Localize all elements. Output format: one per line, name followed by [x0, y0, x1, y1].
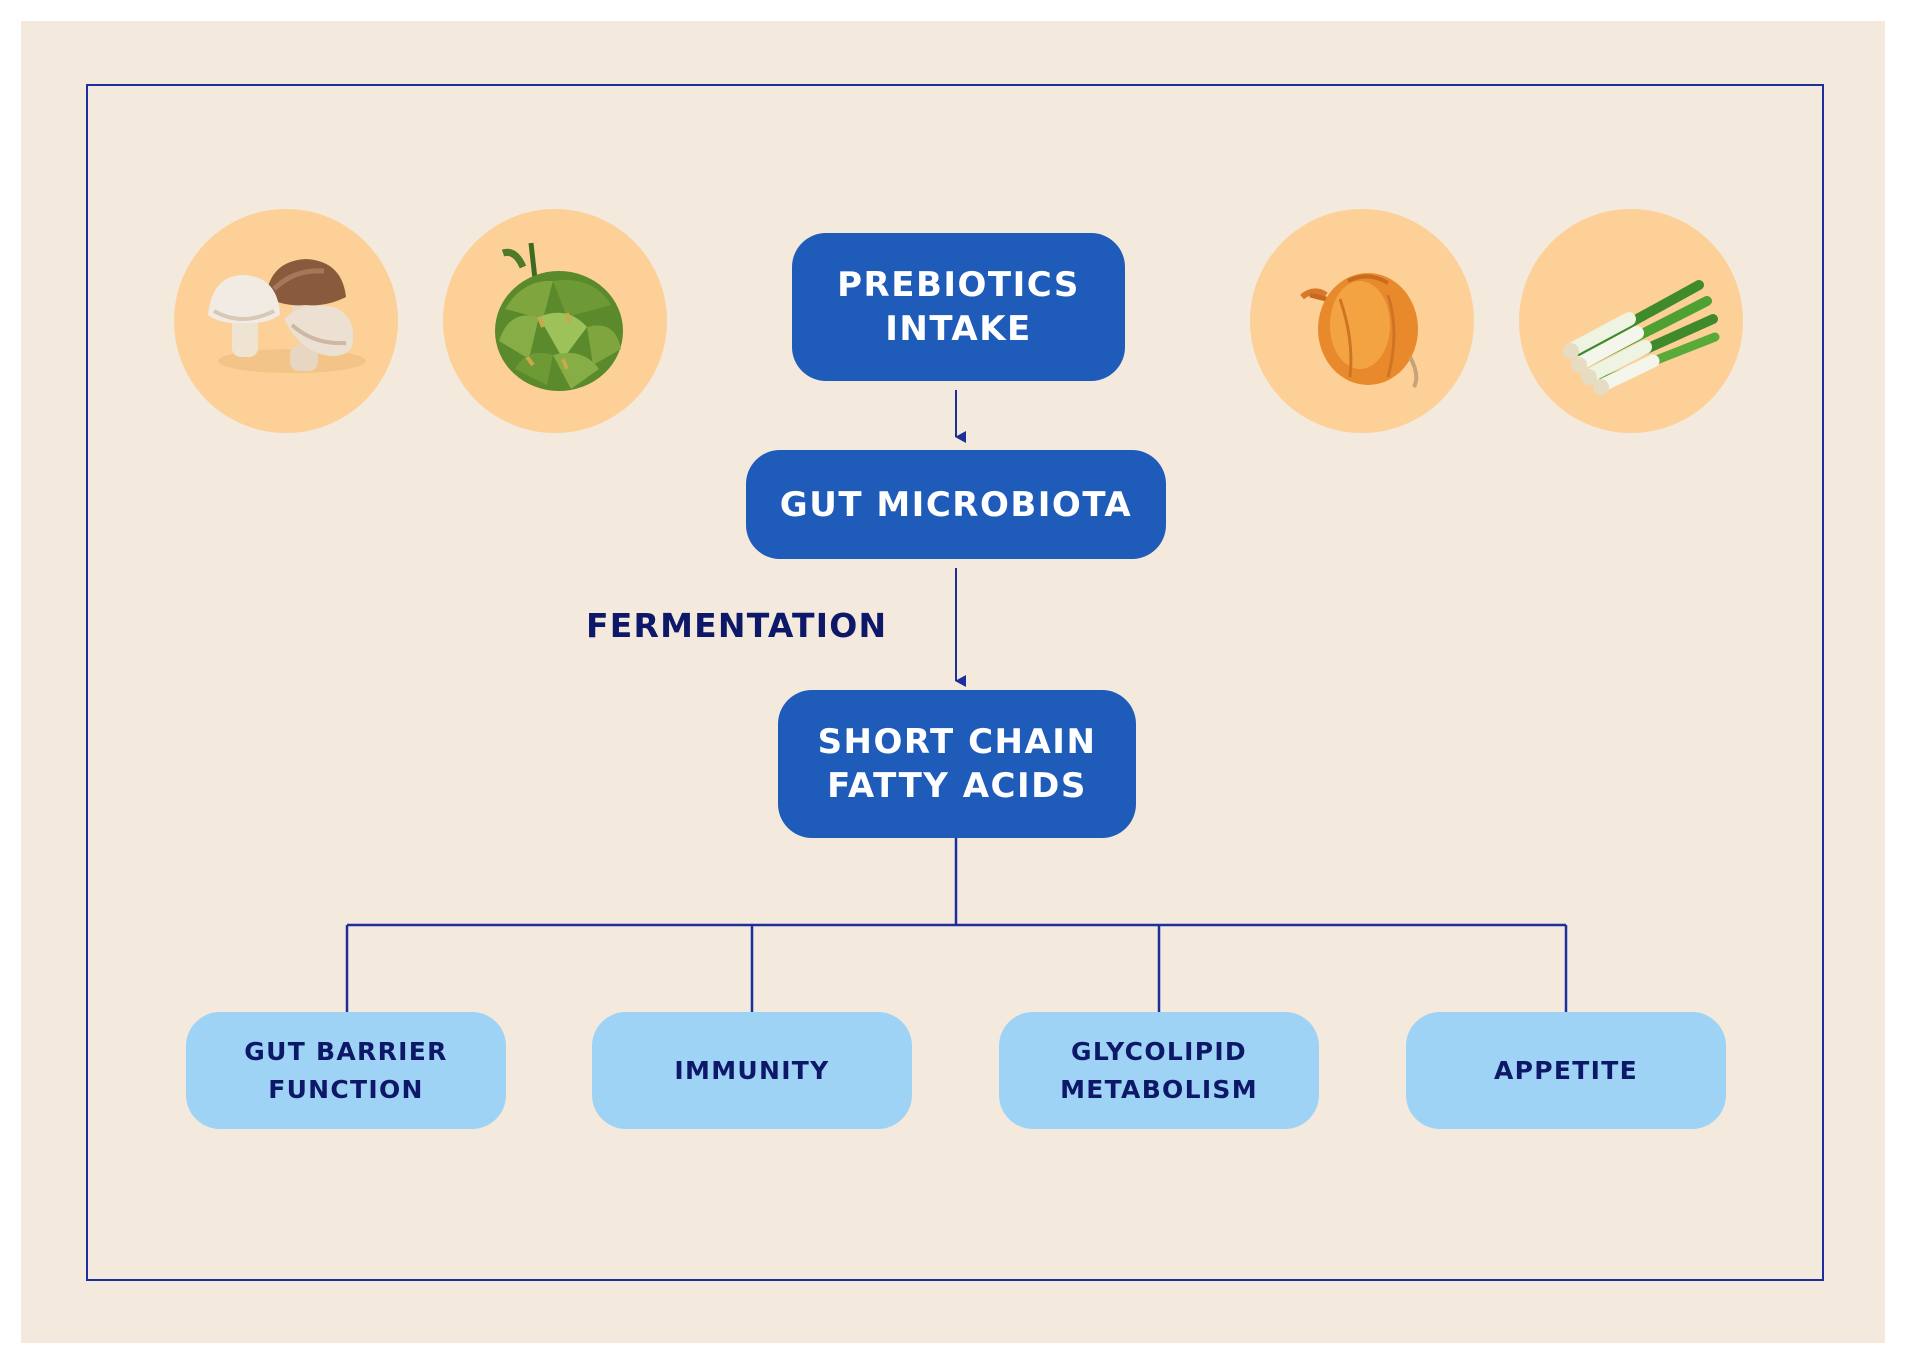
node-short-chain-fatty-acids: SHORT CHAIN FATTY ACIDS — [778, 690, 1136, 838]
node-gut-microbiota: GUT MICROBIOTA — [746, 450, 1166, 559]
node-barrier-label: GUT BARRIER FUNCTION — [244, 1036, 448, 1104]
node-glycolipid-label: GLYCOLIPID METABOLISM — [1060, 1036, 1258, 1104]
mushroom-icon — [174, 209, 398, 433]
node-immunity-label: IMMUNITY — [674, 1055, 830, 1085]
node-microbiota-label: GUT MICROBIOTA — [779, 484, 1133, 525]
node-prebiotics-intake: PREBIOTICS INTAKE — [792, 233, 1125, 381]
node-prebiotics-label: PREBIOTICS INTAKE — [837, 265, 1080, 349]
onion-icon — [1250, 209, 1474, 433]
node-appetite-label: APPETITE — [1494, 1055, 1638, 1085]
diagram-frame — [86, 84, 1824, 1281]
spring-onion-icon — [1519, 209, 1743, 433]
node-immunity: IMMUNITY — [592, 1012, 912, 1129]
edge-label-fermentation: FERMENTATION — [586, 606, 888, 645]
node-appetite: APPETITE — [1406, 1012, 1726, 1129]
artichoke-icon — [443, 209, 667, 433]
node-scfa-label: SHORT CHAIN FATTY ACIDS — [817, 722, 1097, 806]
node-glycolipid-metabolism: GLYCOLIPID METABOLISM — [999, 1012, 1319, 1129]
node-gut-barrier-function: GUT BARRIER FUNCTION — [186, 1012, 506, 1129]
